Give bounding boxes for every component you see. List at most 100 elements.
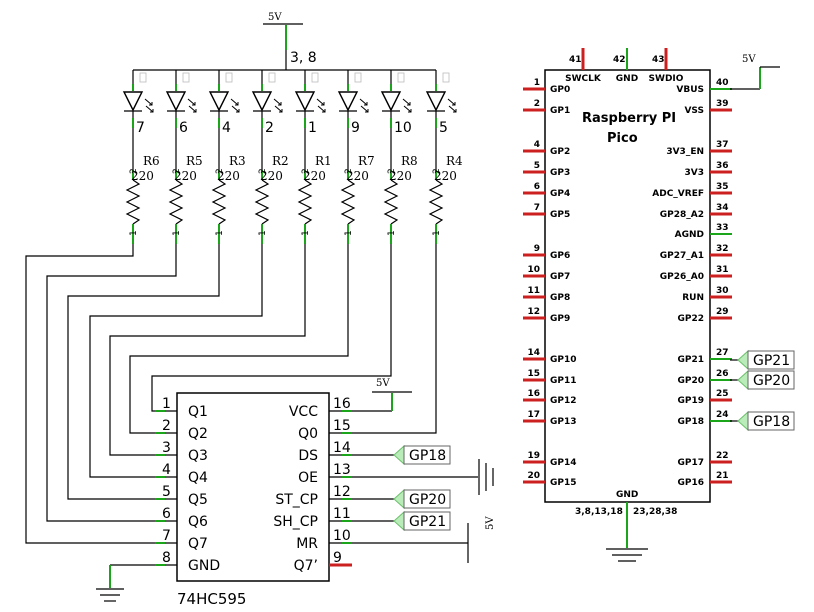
pico-pin-label: GND xyxy=(616,74,638,84)
pico-pin-label: GP27_A1 xyxy=(660,251,704,261)
pico-vbus-5v-label: 5V xyxy=(742,54,756,65)
pico-pin-label: 3V3 xyxy=(685,168,705,178)
resistor-icon xyxy=(383,179,399,225)
resistor-value: 220 xyxy=(131,169,154,183)
seven-segment-icon xyxy=(268,72,276,83)
pico-pin-number: 20 xyxy=(527,471,540,481)
resistor-icon xyxy=(168,179,184,225)
resistor-pin-2: 2 xyxy=(129,168,139,174)
resistor-name: R5 xyxy=(186,154,203,168)
ic-pin-label: Q6 xyxy=(188,514,208,530)
ic-pin-number: 4 xyxy=(162,462,171,478)
pico-pin-label: GP2 xyxy=(550,147,570,157)
pico-pin-label: GP12 xyxy=(550,396,577,406)
route-wire xyxy=(89,244,263,478)
led-pin-number: 7 xyxy=(136,120,145,136)
pico-pin-label: GP22 xyxy=(677,314,704,324)
pico-pin-number: 22 xyxy=(716,451,729,461)
resistor-pin-1: 1 xyxy=(301,230,311,236)
pico-pin-label: AGND xyxy=(675,230,704,240)
resistor-value: 220 xyxy=(174,169,197,183)
tag-ds-gp18: GP18 xyxy=(409,448,446,464)
route-wire xyxy=(46,244,177,522)
light-emission-icon xyxy=(359,98,369,113)
top-5v-label: 5V xyxy=(268,12,282,23)
seven-segment-icon xyxy=(442,72,450,83)
routing-wires xyxy=(25,244,437,544)
led-diode-icon xyxy=(425,91,447,112)
route-wire xyxy=(25,244,155,544)
pico-tag-gp21: GP21 xyxy=(753,353,790,369)
pico-pin-label: GP17 xyxy=(677,458,704,468)
pico-pin-label: GP28_A2 xyxy=(660,210,704,220)
ic-pin-number: 1 xyxy=(162,396,171,412)
resistor-pin-1: 1 xyxy=(258,230,268,236)
seven-segment-icon xyxy=(182,72,190,83)
ic-pin-number: 11 xyxy=(333,506,351,522)
led-pin-number: 4 xyxy=(222,120,231,136)
ic-pin-label: Q4 xyxy=(188,470,208,486)
pico-pin-number: 39 xyxy=(716,99,729,109)
pico-vbus-supply: 5V xyxy=(730,54,780,90)
ic-net-tags: GP18 GP20 GP21 xyxy=(352,444,451,532)
pico-pin-label: GP18 xyxy=(677,417,704,427)
ic-pin-label: Q3 xyxy=(188,448,208,464)
resistor-icon xyxy=(211,179,227,225)
led-pin-number: 6 xyxy=(179,120,188,136)
pico-pin-number: 15 xyxy=(527,369,540,379)
resistor-pin-2: 2 xyxy=(301,168,311,174)
seven-segment-icon xyxy=(354,72,362,83)
pico-pin-label: GP9 xyxy=(550,314,570,324)
led-diode-icon xyxy=(251,91,273,112)
ic-pin-label: OE xyxy=(298,470,318,486)
ic-right-pin: 9Q7’ xyxy=(294,550,352,574)
resistor-pin-1: 1 xyxy=(215,230,225,236)
ic-pin-label: Q1 xyxy=(188,404,208,420)
resistor-pin-2: 2 xyxy=(258,168,268,174)
pico-pin-number: 29 xyxy=(716,307,729,317)
pico-pin-number: 21 xyxy=(716,471,729,481)
led-diode-icon xyxy=(380,91,402,112)
ic-pin-number: 8 xyxy=(162,550,171,566)
pico-pin-number: 16 xyxy=(527,389,540,399)
pico-bottom-pins-right: 23,28,38 xyxy=(633,507,677,517)
ic-pin-label: VCC xyxy=(289,404,318,420)
resistor-icon xyxy=(340,179,356,225)
route-wire xyxy=(151,244,392,412)
route-wire xyxy=(109,244,306,456)
pico-pin-label: GP0 xyxy=(550,85,570,95)
pico-pin-number: 5 xyxy=(534,161,540,171)
pico-pin-number: 43 xyxy=(652,55,665,65)
led-diode-icon xyxy=(122,91,144,112)
oe-ground xyxy=(352,459,494,495)
top-power-rail: 5V 3, 8 xyxy=(133,12,436,71)
pico-pin-label: ADC_VREF xyxy=(652,189,704,199)
pico-pin-number: 32 xyxy=(716,244,729,254)
resistor-name: R4 xyxy=(446,154,463,168)
resistor-value: 220 xyxy=(217,169,240,183)
pico-right-pins: 40VBUS39VSS373V3_EN363V335ADC_VREF34GP28… xyxy=(652,78,732,488)
resistor-icon xyxy=(297,179,313,225)
pico-pin-number: 35 xyxy=(716,182,729,192)
route-wire xyxy=(129,244,349,434)
ic-pin-label: Q5 xyxy=(188,492,208,508)
pico-pin-number: 34 xyxy=(716,203,729,213)
